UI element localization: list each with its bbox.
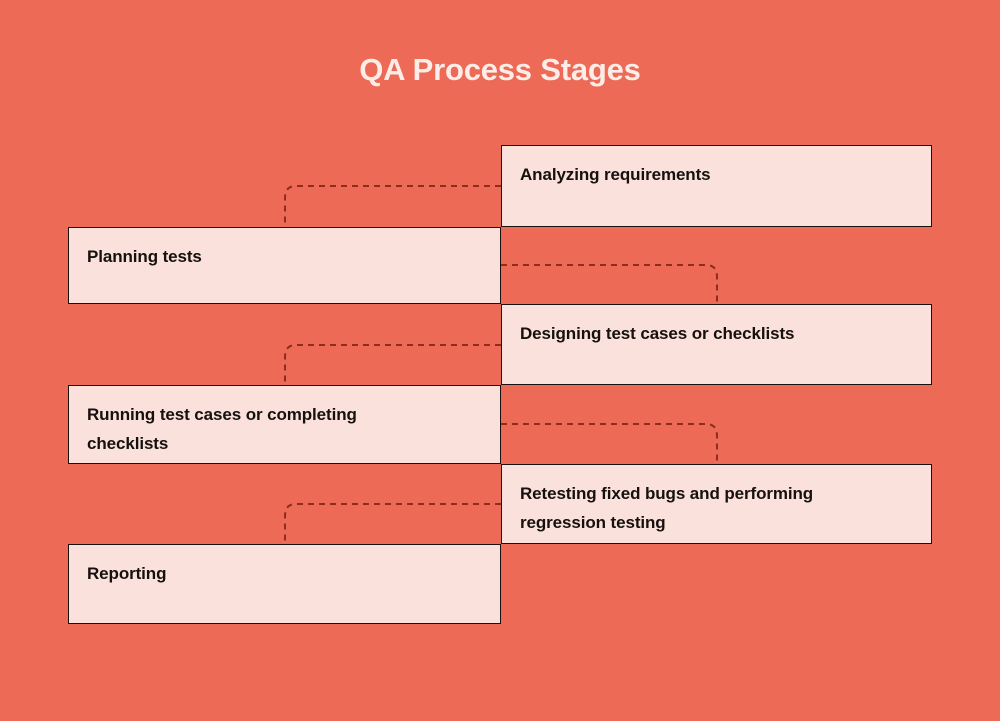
page-title: QA Process Stages: [359, 52, 641, 87]
stage-box-1[interactable]: Analyzing requirements: [501, 145, 932, 227]
stage-label-5: Retesting fixed bugs and performing regr…: [520, 484, 814, 532]
connector-4-to-5: [501, 423, 718, 464]
stage-label-1: Analyzing requirements: [520, 165, 711, 184]
stage-box-3[interactable]: Designing test cases or checklists: [501, 304, 932, 385]
connector-3-to-4: [284, 344, 501, 385]
stage-box-5[interactable]: Retesting fixed bugs and performing regr…: [501, 464, 932, 544]
stage-label-2: Planning tests: [87, 247, 202, 266]
stage-box-2[interactable]: Planning tests: [68, 227, 501, 304]
stage-box-4[interactable]: Running test cases or completing checkli…: [68, 385, 501, 464]
stage-label-6: Reporting: [87, 564, 167, 583]
stage-box-6[interactable]: Reporting: [68, 544, 501, 624]
connector-1-to-2: [284, 185, 501, 227]
connector-5-to-6: [284, 503, 501, 544]
stage-label-4: Running test cases or completing checkli…: [87, 405, 357, 453]
stage-label-3: Designing test cases or checklists: [520, 324, 795, 343]
connector-2-to-3: [501, 264, 718, 304]
